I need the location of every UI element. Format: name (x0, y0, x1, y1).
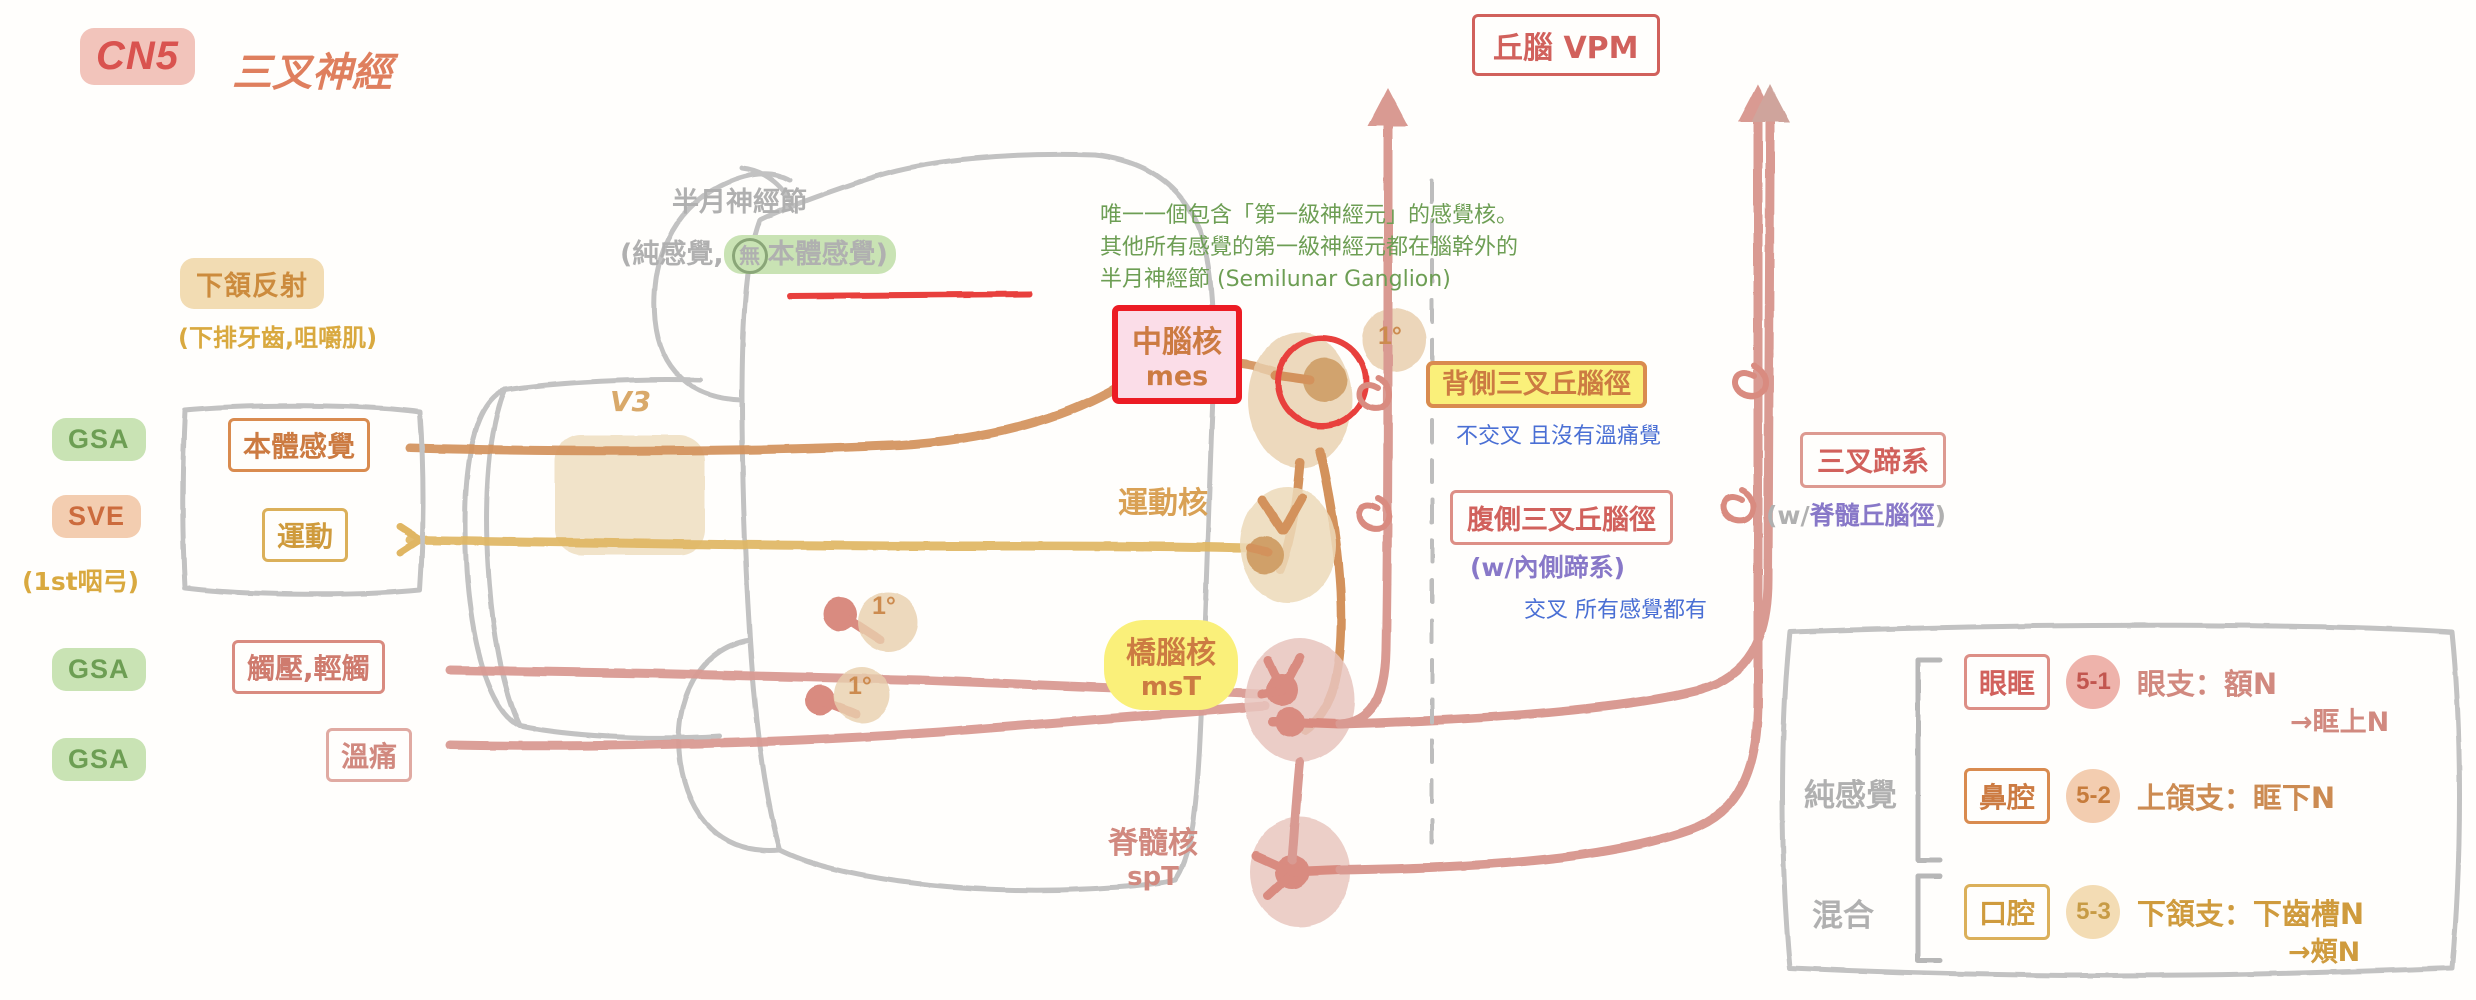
ganglion-subtitle-close: ) (875, 239, 888, 270)
sve-note: (1st咽弓) (22, 567, 140, 596)
annotation-line-2: 其他所有感覺的第一級神經元都在腦幹外的 (1100, 234, 1519, 260)
legend-badge-v3: 5-3 (2066, 885, 2121, 939)
nucleus-pontine: 橋腦核 msT (1104, 620, 1238, 710)
fiber-box-pain-temp: 溫痛 (326, 728, 413, 782)
lemniscus-sub-link: 脊髓丘腦徑 (1809, 501, 1935, 530)
modality-tag-gsa-2: GSA (52, 648, 146, 691)
legend-region-v3: 口腔 (1964, 884, 2051, 940)
primary-neuron-marker-ganglion-2: 1° (848, 672, 872, 700)
annotation-block: 唯一一個包含「第一級神經元」的感覺核。 其他所有感覺的第一級神經元都在腦幹外的 … (1100, 200, 1518, 296)
nucleus-spinal: 脊髓核 spT (1108, 818, 1198, 892)
thalamus-label: 丘腦 VPM (1472, 14, 1660, 76)
legend-badge-v1: 5-1 (2066, 655, 2121, 709)
lemniscus-sub: (w/脊髓丘腦徑) (1766, 496, 1946, 532)
ganglion-title: 半月神經節 (672, 187, 807, 218)
legend-group-pure-sensory: 純感覺 (1804, 778, 1897, 814)
nucleus-mes-abbr: mes (1145, 361, 1209, 392)
title-badge: CN5 (80, 28, 196, 85)
nucleus-mes-name: 中腦核 (1132, 325, 1222, 360)
modality-tag-gsa-3: GSA (52, 738, 146, 781)
fiber-box-touch-pressure: 觸壓,輕觸 (232, 640, 385, 694)
legend-branch-v3: 下頷支：下齒槽N (2136, 897, 2365, 931)
nucleus-spt-name: 脊髓核 (1108, 826, 1198, 861)
legend-branch-v2: 上頜支：眶下N (2136, 781, 2336, 815)
legend-region-v1: 眼眶 (1964, 654, 2051, 710)
ganglion-subtitle-highlight: 無本體感覺) (723, 235, 896, 274)
legend-region-v2: 鼻腔 (1964, 768, 2051, 824)
lemniscus-sub-prefix: (w/ (1766, 501, 1810, 530)
tract-ventral-sub: (w/內側蹄系) (1470, 553, 1626, 582)
modality-tag-gsa-1: GSA (52, 418, 146, 461)
ganglion-subtitle-open: (純感覺, (620, 239, 724, 270)
legend-branch-v1: 眼支：額N (2136, 667, 2278, 701)
nucleus-mesencephalic: 中腦核 mes (1112, 305, 1242, 404)
legend-branch-sub-v3: →頰N (2288, 937, 2361, 968)
ganglion-no-circle: 無 (731, 237, 768, 274)
tract-ventral: 腹側三叉丘腦徑 (1450, 490, 1673, 545)
legend-branch-sub-v1: →眶上N (2290, 707, 2390, 738)
legend-group-mixed: 混合 (1812, 898, 1874, 934)
fiber-box-proprioception: 本體感覺 (228, 418, 371, 472)
nucleus-motor: 運動核 (1118, 486, 1208, 521)
tract-ventral-note: 交叉 所有感覺都有 (1524, 598, 1707, 623)
ganglion-subtitle: (純感覺,無本體感覺) (620, 232, 896, 274)
page-title: 三叉神經 (232, 50, 392, 96)
legend-row-v3: 口腔 5-3 下頷支：下齒槽N (1964, 884, 2364, 940)
legend-badge-v2: 5-2 (2066, 769, 2121, 823)
lemniscus-sub-suffix: ) (1934, 501, 1947, 530)
tract-dorsal-note: 不交叉 且沒有溫痛覺 (1456, 424, 1661, 449)
annotation-line-1: 唯一一個包含「第一級神經元」的感覺核。 (1100, 203, 1519, 228)
nerve-division-label: V3 (610, 385, 652, 418)
nucleus-spt-abbr: spT (1127, 862, 1179, 892)
ganglion-subtitle-text: 本體感覺 (767, 239, 876, 270)
lemniscus-label: 三叉蹄系 (1800, 432, 1947, 488)
jaw-reflex-title: 下頷反射 (180, 258, 324, 309)
legend-row-v2: 鼻腔 5-2 上頜支：眶下N (1964, 768, 2335, 824)
modality-tag-sve: SVE (52, 495, 142, 538)
nucleus-mst-abbr: msT (1140, 672, 1202, 702)
nucleus-mst-name: 橋腦核 (1126, 636, 1216, 671)
fiber-box-motor: 運動 (262, 508, 349, 562)
jaw-reflex-subtitle: (下排牙齒,咀嚼肌) (178, 324, 378, 352)
primary-neuron-marker-mes: 1° (1378, 322, 1402, 350)
tract-dorsal: 背側三叉丘腦徑 (1426, 361, 1647, 408)
legend-row-v1: 眼眶 5-1 眼支：額N (1964, 654, 2277, 710)
primary-neuron-marker-ganglion-1: 1° (872, 592, 896, 620)
annotation-line-3: 半月神經節 (Semilunar Ganglion) (1100, 266, 1451, 292)
